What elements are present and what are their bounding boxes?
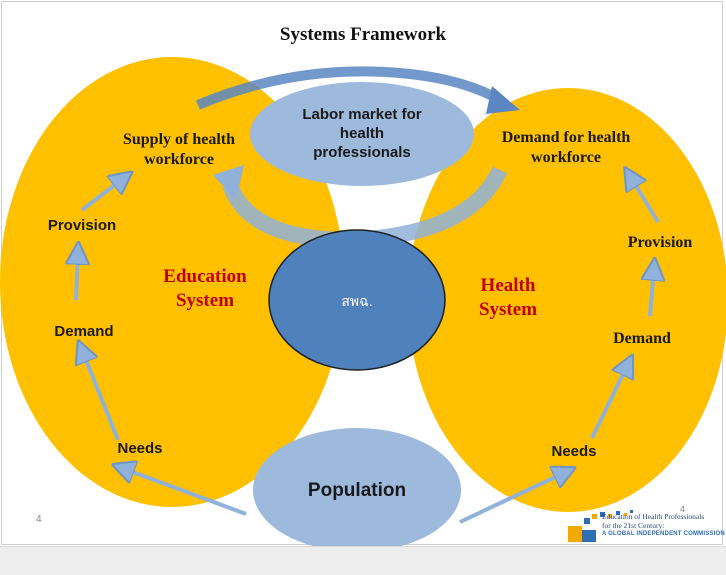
commission-logo-icon [568, 510, 633, 542]
right-population-to-needs-arrow [459, 472, 566, 524]
health-system-label: Health System [448, 274, 568, 322]
logo-line1: Education of Health Professionals [602, 512, 705, 521]
education-system-oval [0, 57, 344, 507]
top-cycle-arrow [196, 66, 503, 110]
left-needs-to-demand-arrow [82, 350, 120, 441]
commission-logo-text: Education of Health Professionals for th… [602, 512, 725, 539]
health-system-line1: Health [480, 275, 536, 296]
slide-number: 4 [36, 514, 42, 525]
left-demand-to-provision-arrow [76, 252, 78, 301]
supply-line2: workforce [144, 151, 214, 168]
labor-market-oval [250, 82, 474, 186]
overlap-number: 4 [680, 504, 686, 514]
left-demand-label: Demand [54, 323, 114, 340]
labor-market-line1: Labor market for [302, 106, 422, 123]
labor-market-line2: health [339, 125, 385, 142]
labor-market-label: Labor market for health professionals [282, 105, 442, 162]
left-provision-to-supply-arrow [80, 178, 124, 212]
demand-workforce-line1: Demand for health [501, 129, 631, 146]
labor-market-line3: professionals [313, 144, 411, 161]
education-system-line2: System [175, 290, 235, 311]
health-system-line2: System [478, 299, 538, 320]
center-label: สพฉ. [341, 293, 373, 309]
demand-workforce-label: Demand for health workforce [474, 128, 658, 168]
right-needs-to-demand-arrow [590, 364, 628, 439]
right-needs-label: Needs [551, 443, 597, 460]
left-needs-label: Needs [117, 440, 163, 457]
population-label: Population [307, 480, 407, 501]
logo-line2: for the 21st Century: [602, 520, 665, 530]
demand-workforce-line2: workforce [531, 149, 601, 166]
education-system-line1: Education [163, 266, 247, 287]
bottom-cycle-arrowhead [213, 165, 244, 200]
education-system-label: Education System [140, 265, 270, 313]
top-cycle-arrowhead [486, 86, 520, 114]
footer-bar [0, 546, 726, 575]
right-provision-label: Provision [627, 234, 693, 251]
center-oval [268, 229, 446, 371]
right-demand-to-provision-arrow [650, 268, 654, 317]
left-provision-label: Provision [47, 217, 117, 234]
logo-line3: A GLOBAL INDEPENDENT COMMISSION [602, 531, 725, 537]
right-demand-label: Demand [613, 330, 671, 347]
supply-label: Supply of health workforce [94, 130, 264, 170]
right-provision-to-demand-arrow [630, 176, 660, 224]
population-oval [253, 428, 461, 552]
page-title: Systems Framework [279, 24, 447, 45]
left-population-to-needs-arrow [122, 468, 247, 516]
supply-line1: Supply of health [122, 131, 236, 148]
